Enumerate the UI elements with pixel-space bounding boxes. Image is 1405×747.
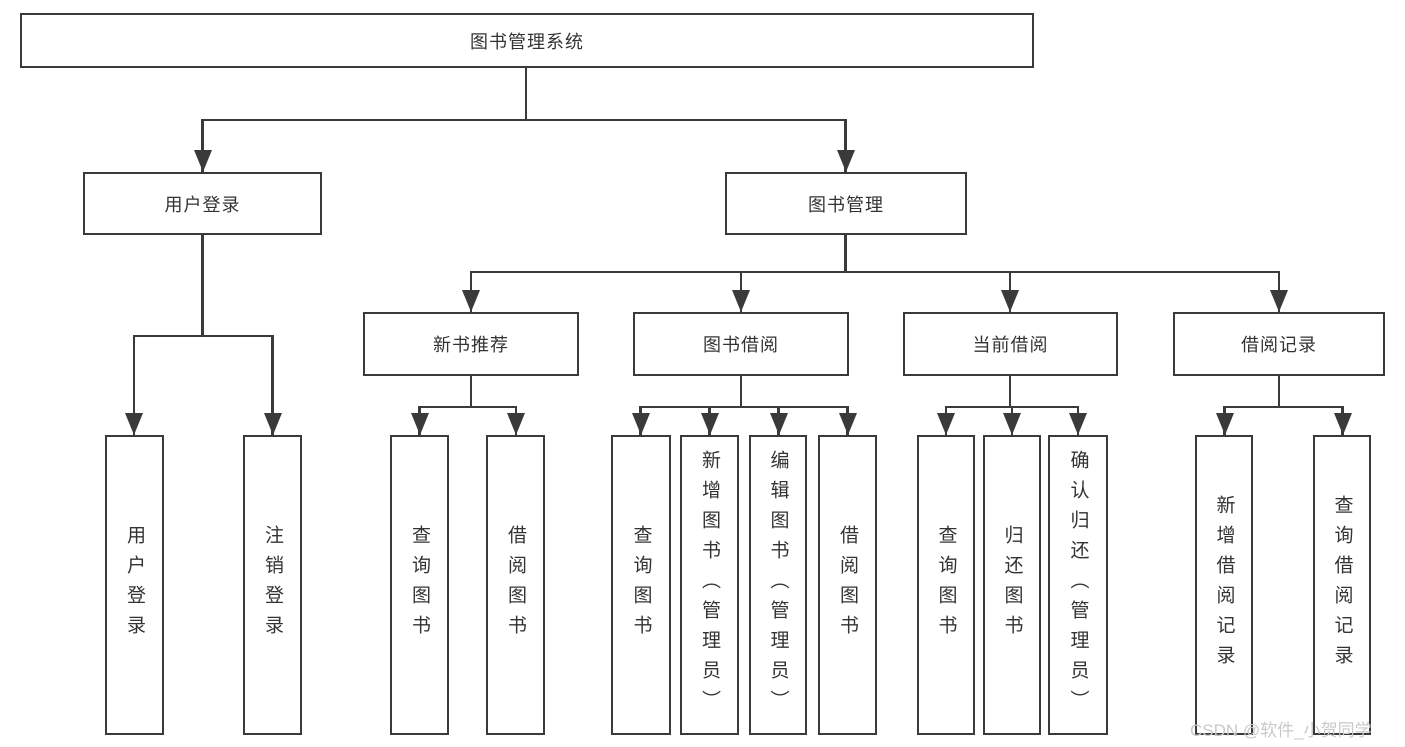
leaf-current-query-book-label: 查询图书 [935, 525, 957, 645]
arrow-down-icon [1003, 413, 1021, 435]
leaf-edit-book-admin: 编辑图书（管理员） [749, 435, 807, 735]
leaf-user-login: 用户登录 [105, 435, 164, 735]
leaf-add-borrow-record-label: 新增借阅记录 [1213, 495, 1235, 675]
node-book-management-label: 图书管理 [808, 194, 884, 215]
leaf-edit-book-admin-label: 编辑图书（管理员） [767, 450, 789, 720]
node-new-book-recommend: 新书推荐 [363, 312, 579, 376]
node-current-borrow: 当前借阅 [903, 312, 1118, 376]
connector-line [844, 234, 847, 273]
arrow-down-icon [937, 413, 955, 435]
connector-line [1277, 376, 1281, 407]
arrow-down-icon [631, 413, 650, 435]
connector-line [844, 119, 847, 172]
node-root-label: 图书管理系统 [470, 31, 584, 52]
leaf-add-book-admin: 新增图书（管理员） [680, 435, 739, 735]
arrow-down-icon [125, 413, 143, 435]
arrow-down-icon [193, 150, 212, 172]
leaf-logout-label: 注销登录 [262, 525, 283, 645]
node-root: 图书管理系统 [20, 13, 1034, 68]
arrow-down-icon [1215, 413, 1234, 435]
leaf-borrow-query-book: 查询图书 [611, 435, 671, 735]
leaf-query-borrow-record-label: 查询借阅记录 [1331, 495, 1353, 675]
csdn-watermark: CSDN @软件_小贺同学 [1190, 721, 1372, 740]
leaf-recommend-query-book: 查询图书 [390, 435, 449, 735]
connector-line [1008, 376, 1012, 407]
connector-line [739, 376, 743, 407]
arrow-down-icon [1069, 413, 1087, 435]
connector-line [201, 118, 847, 121]
arrow-down-icon [838, 413, 857, 435]
connector-line [133, 334, 274, 337]
leaf-recommend-query-book-label: 查询图书 [409, 525, 430, 645]
connector-line [201, 234, 204, 337]
connector-line [640, 405, 848, 408]
leaf-borrow-query-book-label: 查询图书 [630, 525, 652, 645]
connector-line [471, 270, 1279, 273]
arrow-down-icon [700, 413, 719, 435]
leaf-borrow-book-label: 借阅图书 [837, 525, 858, 645]
leaf-borrow-book: 借阅图书 [818, 435, 877, 735]
leaf-recommend-borrow-book: 借阅图书 [486, 435, 545, 735]
leaf-query-borrow-record: 查询借阅记录 [1313, 435, 1371, 735]
arrow-down-icon [836, 150, 855, 172]
arrow-down-icon [769, 413, 788, 435]
leaf-current-query-book: 查询图书 [917, 435, 975, 735]
arrow-down-icon [1333, 413, 1352, 435]
connector-line [469, 376, 473, 407]
leaf-confirm-return-admin: 确认归还（管理员） [1048, 435, 1108, 735]
arrow-down-icon [263, 413, 282, 435]
arrow-down-icon [462, 290, 480, 312]
arrow-down-icon [410, 413, 429, 435]
leaf-recommend-borrow-book-label: 借阅图书 [505, 525, 526, 645]
node-borrow-record: 借阅记录 [1173, 312, 1385, 376]
node-book-borrow: 图书借阅 [633, 312, 849, 376]
leaf-confirm-return-admin-label: 确认归还（管理员） [1067, 450, 1089, 720]
node-book-borrow-label: 图书借阅 [703, 335, 779, 355]
arrow-down-icon [507, 413, 525, 435]
connector-line [419, 405, 517, 408]
arrow-down-icon [1270, 290, 1288, 312]
node-borrow-record-label: 借阅记录 [1241, 335, 1317, 355]
connector-line [201, 119, 204, 172]
arrow-down-icon [732, 290, 750, 312]
leaf-add-borrow-record: 新增借阅记录 [1195, 435, 1253, 735]
connector-line [524, 68, 528, 121]
connector-line [132, 335, 136, 435]
leaf-return-book-label: 归还图书 [1001, 525, 1023, 645]
connector-line [1224, 405, 1343, 408]
leaf-return-book: 归还图书 [983, 435, 1041, 735]
node-current-borrow-label: 当前借阅 [972, 335, 1049, 355]
node-user-login: 用户登录 [83, 172, 322, 235]
leaf-add-book-admin-label: 新增图书（管理员） [699, 450, 720, 720]
node-new-book-recommend-label: 新书推荐 [433, 335, 509, 355]
node-user-login-label: 用户登录 [164, 194, 241, 215]
leaf-user-login-label: 用户登录 [124, 525, 145, 645]
node-book-management: 图书管理 [725, 172, 967, 235]
arrow-down-icon [1001, 290, 1019, 312]
leaf-logout: 注销登录 [243, 435, 302, 735]
connector-line [271, 335, 274, 435]
